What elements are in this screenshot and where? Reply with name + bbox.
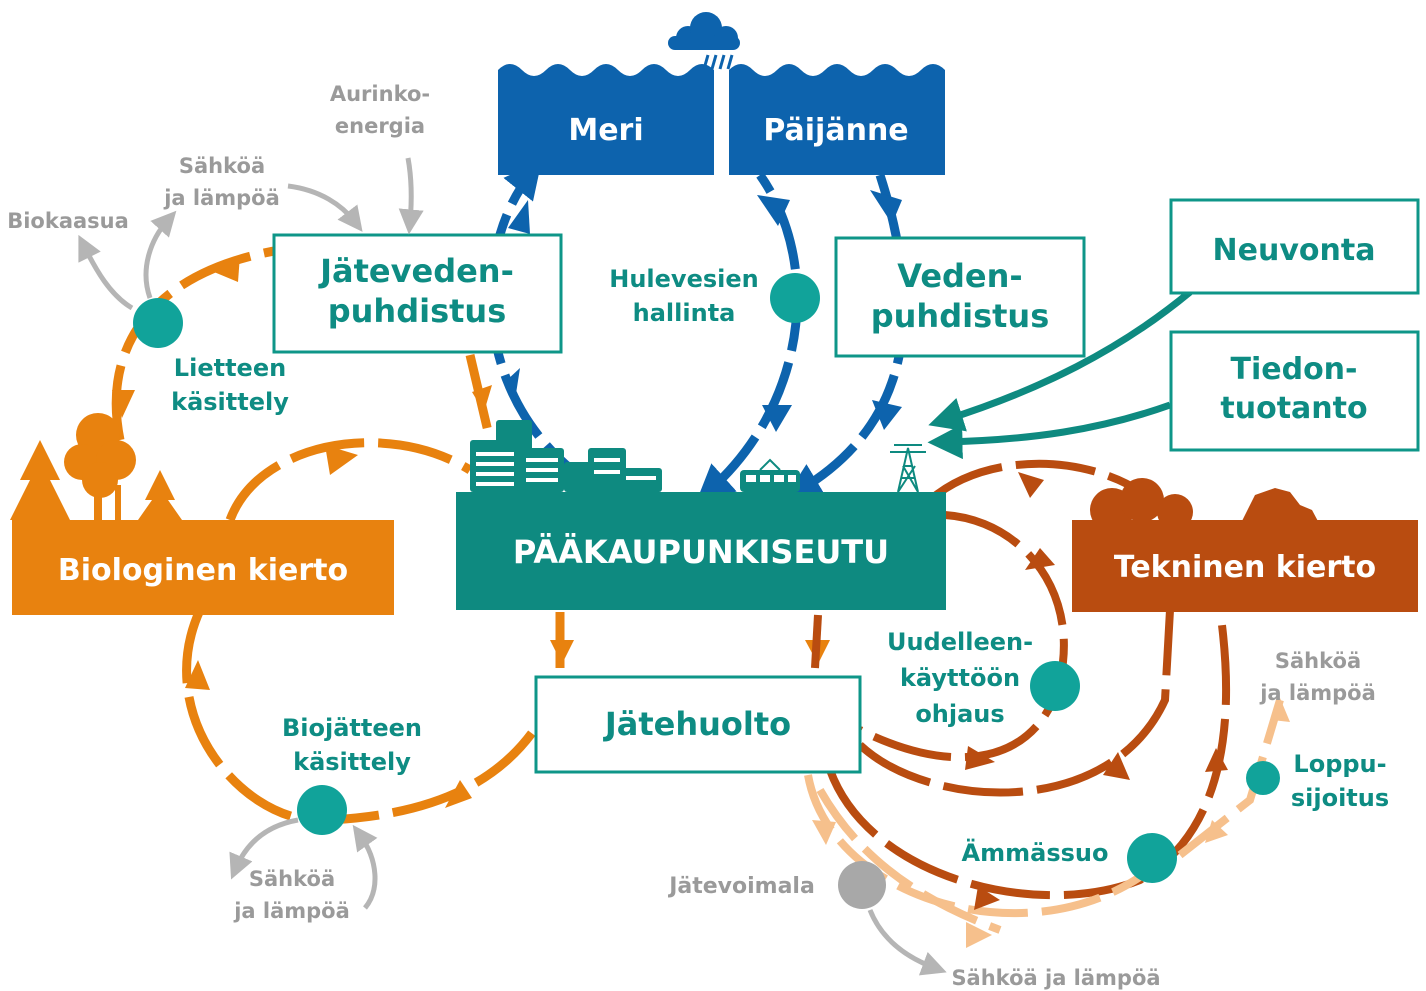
electricity-heat-bottom-2: ja lämpöä bbox=[233, 899, 350, 923]
meri-water bbox=[498, 64, 714, 175]
incinerator-loop-2 bbox=[816, 788, 1002, 934]
power-pylon-icon bbox=[890, 444, 926, 493]
water-treatment-line-2: puhdistus bbox=[871, 297, 1050, 335]
final-disposal-label-1: Loppu- bbox=[1293, 750, 1386, 778]
final-disposal-node bbox=[1246, 761, 1280, 795]
sludge-label-1: Lietteen bbox=[174, 354, 286, 382]
waste-management-label: Jätehuolto bbox=[603, 705, 791, 743]
technical-cycle-banner bbox=[1072, 520, 1418, 612]
tram-icon bbox=[740, 458, 800, 492]
technical-cycle-title: Tekninen kierto bbox=[1114, 550, 1376, 585]
tech-mid-loop bbox=[857, 609, 1174, 797]
paijanne-label: Päijänne bbox=[763, 113, 908, 148]
cloud-rain-icon bbox=[668, 12, 740, 70]
to-final-disposal bbox=[1177, 698, 1284, 859]
solar-energy-label-1: Aurinko- bbox=[330, 82, 430, 106]
waste-power-plant-label: Jätevoimala bbox=[667, 874, 815, 899]
final-disposal-label-2: sijoitus bbox=[1291, 784, 1389, 812]
reuse-label-2: käyttöön bbox=[900, 664, 1020, 692]
biogas-label: Biokaasua bbox=[7, 209, 129, 233]
reuse-label-3: ohjaus bbox=[915, 700, 1004, 728]
flow-paijanne bbox=[783, 173, 909, 500]
water-bodies bbox=[498, 64, 945, 175]
capital-region-title: PÄÄKAUPUNKISEUTU bbox=[513, 533, 889, 571]
info-arrows bbox=[927, 289, 1193, 460]
wastewater-line-1: Jäteveden- bbox=[318, 252, 514, 290]
stormwater-label-1: Hulevesien bbox=[609, 265, 758, 293]
biowaste-label-1: Biojätteen bbox=[282, 714, 422, 742]
blue-arrowheads bbox=[507, 190, 902, 432]
tiedontuotanto-line-2: tuotanto bbox=[1220, 391, 1367, 426]
stormwater-label-2: hallinta bbox=[633, 299, 736, 327]
electricity-heat-top-2: ja lämpöä bbox=[163, 186, 280, 210]
light-arrowheads bbox=[812, 698, 1290, 948]
city-buildings-icon bbox=[470, 420, 662, 492]
tech-waste-branch bbox=[811, 614, 822, 669]
flow-stormwater bbox=[695, 172, 802, 503]
tiedontuotanto-arrow bbox=[927, 401, 1172, 460]
solar-energy-label-2: energia bbox=[335, 114, 425, 138]
biological-cycle-banner bbox=[12, 520, 394, 615]
capital-region-box bbox=[456, 492, 946, 610]
tiedontuotanto-line-1: Tiedon- bbox=[1231, 352, 1358, 387]
trees-icon bbox=[10, 413, 182, 520]
biowaste-label-2: käsittely bbox=[293, 748, 411, 776]
meri-label: Meri bbox=[568, 113, 643, 148]
water-treatment-line-1: Veden- bbox=[897, 257, 1022, 295]
biowaste-node bbox=[297, 785, 347, 835]
ammassuo-node bbox=[1127, 833, 1177, 883]
electricity-heat-bottom-1: Sähköä bbox=[249, 867, 335, 891]
reuse-label-1: Uudelleen- bbox=[887, 628, 1033, 656]
paijanne-water bbox=[729, 64, 945, 175]
nodes bbox=[133, 273, 1280, 909]
neuvonta-label: Neuvonta bbox=[1213, 233, 1376, 268]
reuse-node bbox=[1030, 661, 1080, 711]
biological-cycle-title: Biologinen kierto bbox=[58, 553, 348, 588]
sludge-label-2: käsittely bbox=[171, 388, 289, 416]
waste-power-plant-node bbox=[838, 861, 886, 909]
gray-flows bbox=[78, 157, 947, 976]
wastewater-line-2: puhdistus bbox=[328, 292, 507, 330]
electricity-heat-right-2: ja lämpöä bbox=[1259, 681, 1376, 705]
technical-arrowheads bbox=[965, 472, 1228, 910]
ammassuo-label: Ämmässuo bbox=[962, 838, 1109, 867]
electricity-heat-right-1: Sähköä bbox=[1275, 649, 1361, 673]
electricity-heat-plant-label: Sähköä ja lämpöä bbox=[951, 966, 1160, 990]
tiedontuotanto-box: Tiedon- tuotanto bbox=[1169, 330, 1420, 452]
electricity-heat-top-1: Sähköä bbox=[179, 154, 265, 178]
stormwater-node bbox=[770, 273, 820, 323]
neuvonta-box: Neuvonta bbox=[1169, 198, 1420, 295]
water-treatment-box: Veden- puhdistus bbox=[834, 236, 1086, 358]
orange-arrowheads bbox=[112, 255, 830, 808]
sludge-node bbox=[133, 298, 183, 348]
wastewater-treatment-box: Jäteveden- puhdistus bbox=[272, 233, 563, 354]
waste-management-box: Jätehuolto bbox=[534, 675, 862, 774]
bio-upper-loop bbox=[225, 438, 473, 522]
neuvonta-arrow bbox=[928, 289, 1193, 432]
